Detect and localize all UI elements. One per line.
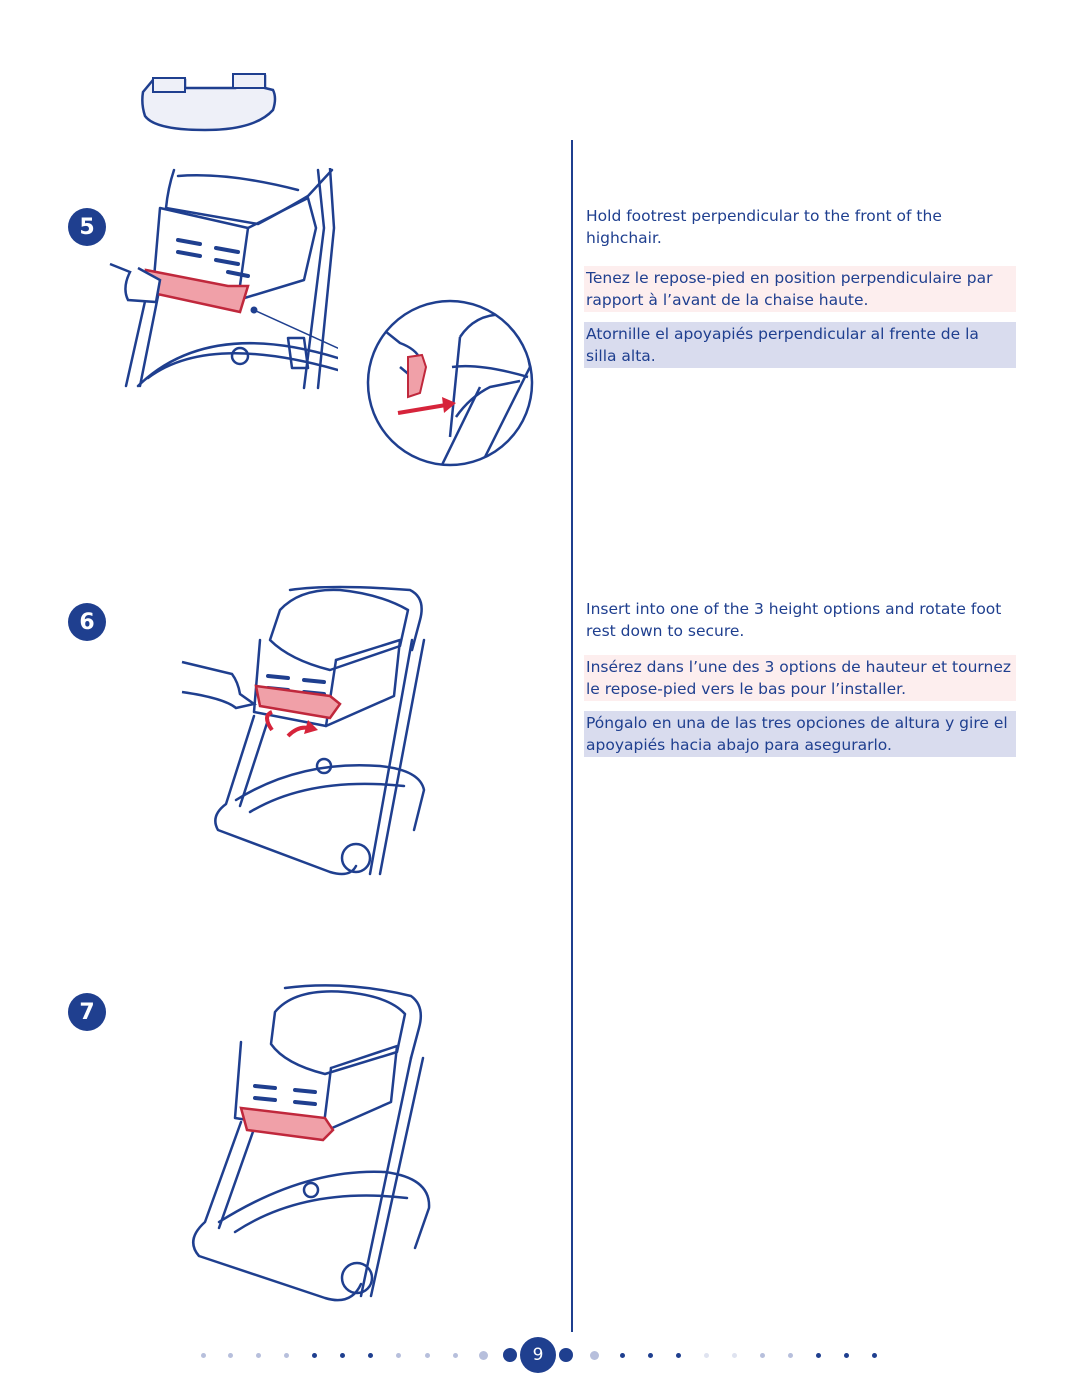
footer-dot	[589, 1350, 599, 1360]
step-6-english: Insert into one of the 3 height options …	[586, 600, 1002, 640]
footer-dot	[367, 1352, 373, 1358]
step-5-detail-zoom	[366, 299, 534, 467]
column-divider	[571, 140, 573, 1332]
footer-dot	[675, 1352, 681, 1358]
footer-dot	[759, 1352, 765, 1358]
step-7-highchair-illustration	[192, 984, 431, 1302]
footer-dot	[503, 1348, 517, 1362]
step-5-instructions: Hold footrest perpendicular to the front…	[584, 204, 1016, 376]
step-6-instructions: Insert into one of the 3 height options …	[584, 597, 1016, 765]
footer-dot	[619, 1352, 625, 1358]
footer-dot	[395, 1352, 401, 1358]
step-5-english: Hold footrest perpendicular to the front…	[586, 207, 942, 247]
footer-dot	[311, 1352, 317, 1358]
footer-dot	[424, 1352, 430, 1358]
step-number-5: 5	[68, 208, 106, 246]
footer-dot	[452, 1352, 458, 1358]
footrest-part-illustration	[141, 73, 277, 132]
footer-dot	[559, 1348, 573, 1362]
step-6-highchair-illustration	[181, 585, 426, 876]
step-5-french: Tenez le repose-pied en position perpend…	[584, 266, 1016, 312]
footer-dot	[283, 1352, 289, 1358]
footer-dot	[478, 1350, 488, 1360]
footer-dot	[255, 1352, 261, 1358]
footer-dot	[200, 1352, 206, 1358]
step-6-spanish: Póngalo en una de las tres opciones de a…	[584, 711, 1016, 757]
footer-dot	[815, 1352, 821, 1358]
step-5-highchair-illustration	[109, 168, 338, 390]
footer-dot	[787, 1352, 793, 1358]
page-number: 9	[520, 1337, 556, 1373]
step-number-6: 6	[68, 603, 106, 641]
step-6-french: Insérez dans l’une des 3 options de haut…	[584, 655, 1016, 701]
footer-dot	[703, 1352, 709, 1358]
footer-dot	[227, 1352, 233, 1358]
footer-dot	[339, 1352, 345, 1358]
footer-dot	[731, 1352, 737, 1358]
step-number-7: 7	[68, 993, 106, 1031]
footer-dot	[843, 1352, 849, 1358]
footer-dot	[871, 1352, 877, 1358]
footer-dot	[647, 1352, 653, 1358]
step-5-spanish: Atornille el apoyapiés perpendicular al …	[584, 322, 1016, 368]
